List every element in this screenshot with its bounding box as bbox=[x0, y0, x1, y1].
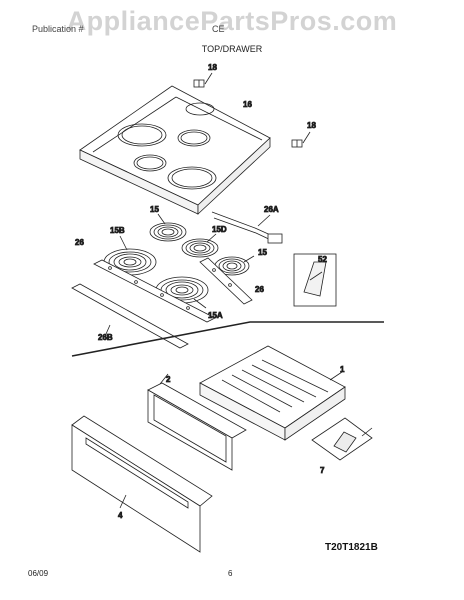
section-title: TOP/DRAWER bbox=[201, 44, 263, 54]
element-support-bracket-left bbox=[93, 259, 216, 323]
callout-7: 7 bbox=[320, 466, 325, 475]
burner-element-15d bbox=[181, 233, 219, 258]
element-support-bracket-right bbox=[199, 257, 253, 305]
callout-1: 1 bbox=[340, 365, 345, 374]
wire-harness bbox=[211, 211, 283, 244]
watermark: AppliancePartsPros.com bbox=[66, 6, 398, 36]
callout-26-right: 26 bbox=[255, 285, 264, 294]
drawer-front-frame bbox=[147, 373, 247, 471]
callout-26-left: 26 bbox=[75, 238, 84, 247]
cooktop-glass-top bbox=[79, 85, 271, 215]
callout-26a: 26A bbox=[264, 205, 279, 214]
callout-26b: 26B bbox=[98, 333, 113, 342]
callout-15b: 15B bbox=[110, 226, 125, 235]
callout-52: 52 bbox=[318, 255, 327, 264]
part-7-inset bbox=[311, 417, 373, 461]
storage-drawer-body bbox=[199, 345, 346, 441]
footer-page-number: 6 bbox=[228, 569, 233, 578]
callout-2: 2 bbox=[166, 375, 171, 384]
callout-18-left: 18 bbox=[208, 63, 217, 72]
drawer-panel bbox=[71, 415, 213, 553]
callout-15d: 15D bbox=[212, 225, 227, 234]
part-52-inset bbox=[293, 253, 337, 307]
callout-4: 4 bbox=[118, 511, 123, 520]
hinge-bracket-right bbox=[291, 131, 311, 148]
front-trim-strip bbox=[71, 283, 189, 349]
diagram-code: T20T1821B bbox=[325, 542, 378, 553]
section-divider-line bbox=[71, 321, 384, 357]
hinge-bracket-left bbox=[193, 72, 213, 88]
footer-date: 06/09 bbox=[28, 569, 49, 578]
callout-16: 16 bbox=[243, 100, 252, 109]
burner-element-15-right bbox=[214, 255, 255, 276]
model-header: CE bbox=[212, 24, 225, 34]
publication-header: Publication # bbox=[32, 24, 84, 34]
callout-15-top: 15 bbox=[150, 205, 159, 214]
callout-15a: 15A bbox=[208, 311, 223, 320]
callout-18-right: 18 bbox=[307, 121, 316, 130]
burner-element-15-top bbox=[149, 213, 187, 242]
callout-15-right: 15 bbox=[258, 248, 267, 257]
